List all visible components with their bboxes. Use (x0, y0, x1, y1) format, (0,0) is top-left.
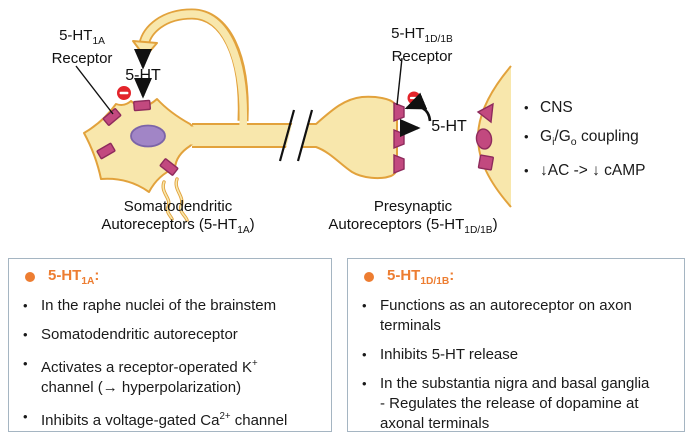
list-item: • Functions as an autoreceptor on axon t… (356, 296, 676, 336)
bullet-icon: • (524, 129, 529, 144)
feedback-arrow (404, 92, 432, 122)
receptor-5ht1d1b (393, 153, 405, 175)
bullet-icon: • (23, 298, 28, 313)
bullet-icon: • (23, 327, 28, 342)
axon-break-mark (278, 109, 296, 162)
receptor-5ht1d1b (393, 101, 405, 123)
postsynaptic-receptor (476, 102, 494, 124)
list-item-text: Somatodendritic autoreceptor (41, 326, 238, 343)
postsynaptic-receptor (477, 154, 494, 171)
receptor-5ht1a (102, 108, 122, 126)
axon-break-mark (296, 109, 314, 162)
caption-somatodendritic: Somatodendritic Autoreceptors (5-HT1A) (70, 198, 286, 239)
list-item: • Inhibits 5-HT release (356, 345, 676, 365)
neuron-diagram (75, 8, 512, 222)
bullet-icon: • (362, 376, 367, 391)
pointer-line-left (75, 65, 114, 115)
list-item-text: In the substantia nigra and basal gangli… (380, 375, 650, 432)
label-5ht1a-line1: 5-HT1A (59, 27, 105, 47)
receptor-5ht1d1b (393, 128, 405, 150)
label-5ht1d1b-receptor: 5-HT1D/1B Receptor (372, 25, 472, 65)
box-header: 5-HT1A: (25, 267, 323, 287)
label-5ht1d1b-line1: 5-HT1D/1B (391, 25, 453, 45)
dendrite-squiggle (175, 178, 188, 221)
info-box-5ht1d1b: 5-HT1D/1B: • Functions as an autorecepto… (347, 258, 685, 432)
list-item: • In the raphe nuclei of the brainstem (17, 296, 323, 316)
caption-line2: Autoreceptors (5-HT1D/1B) (328, 215, 498, 236)
receptor-5ht1a (96, 142, 116, 160)
bullet-icon: • (362, 347, 367, 362)
orange-bullet-icon (364, 272, 374, 282)
list-item-text: ↓AC -> ↓ cAMP (540, 162, 646, 180)
axon-collateral (140, 10, 248, 131)
postsynaptic-receptor (475, 128, 493, 150)
caption-presynaptic: Presynaptic Autoreceptors (5-HT1D/1B) (300, 198, 526, 239)
pointer-line-right (396, 57, 403, 106)
list-item: • Inhibits a voltage-gated Ca2+ channel (17, 407, 323, 431)
list-item-text: Inhibits a voltage-gated Ca2+ channel (41, 411, 288, 429)
bullet-icon: • (362, 298, 367, 313)
list-item: • CNS (524, 99, 684, 117)
list-item-text: Inhibits 5-HT release (380, 346, 519, 363)
list-item-text: In the raphe nuclei of the brainstem (41, 297, 277, 314)
nucleus (130, 124, 166, 148)
caption-line2: Autoreceptors (5-HT1A) (101, 215, 255, 236)
label-5ht-terminal: 5-HT (431, 118, 467, 135)
dendrite-squiggle (162, 181, 173, 220)
caption-line1: Presynaptic (373, 198, 453, 215)
soma-axon-junction (184, 126, 197, 145)
label-5ht1a-line2: Receptor (51, 50, 113, 67)
list-item: • ↓AC -> ↓ cAMP (524, 162, 684, 180)
receptor-5ht1a (159, 158, 179, 176)
list-item: • Gi/Go coupling (524, 128, 684, 151)
label-5ht1d1b-line2: Receptor (391, 48, 453, 65)
bullet-icon: • (23, 409, 28, 424)
inhibition-icon (117, 86, 131, 100)
bullet-icon: • (524, 163, 529, 179)
box-title: 5-HT1A: (48, 267, 100, 287)
receptor-5ht1a (133, 99, 152, 112)
label-5ht1a-receptor: 5-HT1A Receptor (34, 27, 130, 67)
bullet-icon: • (524, 100, 529, 115)
label-5ht-soma: 5-HT (125, 67, 161, 84)
list-item: • In the substantia nigra and basal gang… (356, 374, 676, 434)
list-item-text: Gi/Go coupling (540, 128, 639, 149)
list-item-text: Functions as an autoreceptor on axon ter… (380, 297, 632, 334)
box-header: 5-HT1D/1B: (364, 267, 676, 287)
list-item-text: CNS (540, 99, 573, 116)
inhibition-icon (407, 91, 421, 105)
list-item: • Somatodendritic autoreceptor (17, 325, 323, 345)
axon-break-gap (282, 108, 312, 164)
box-title: 5-HT1D/1B: (387, 267, 455, 287)
list-item: • Activates a receptor-operated K+ chann… (17, 354, 323, 398)
collateral-terminal (132, 40, 158, 58)
orange-bullet-icon (25, 272, 35, 282)
bullet-icon: • (23, 356, 28, 371)
list-item-text: Activates a receptor-operated K+ channel… (41, 358, 258, 396)
caption-line1: Somatodendritic (123, 198, 233, 215)
receptor-properties-list: • CNS • Gi/Go coupling • ↓AC -> ↓ cAMP (524, 99, 684, 191)
postsynaptic-cell (478, 66, 511, 207)
info-box-5ht1a: 5-HT1A: • In the raphe nuclei of the bra… (8, 258, 332, 432)
